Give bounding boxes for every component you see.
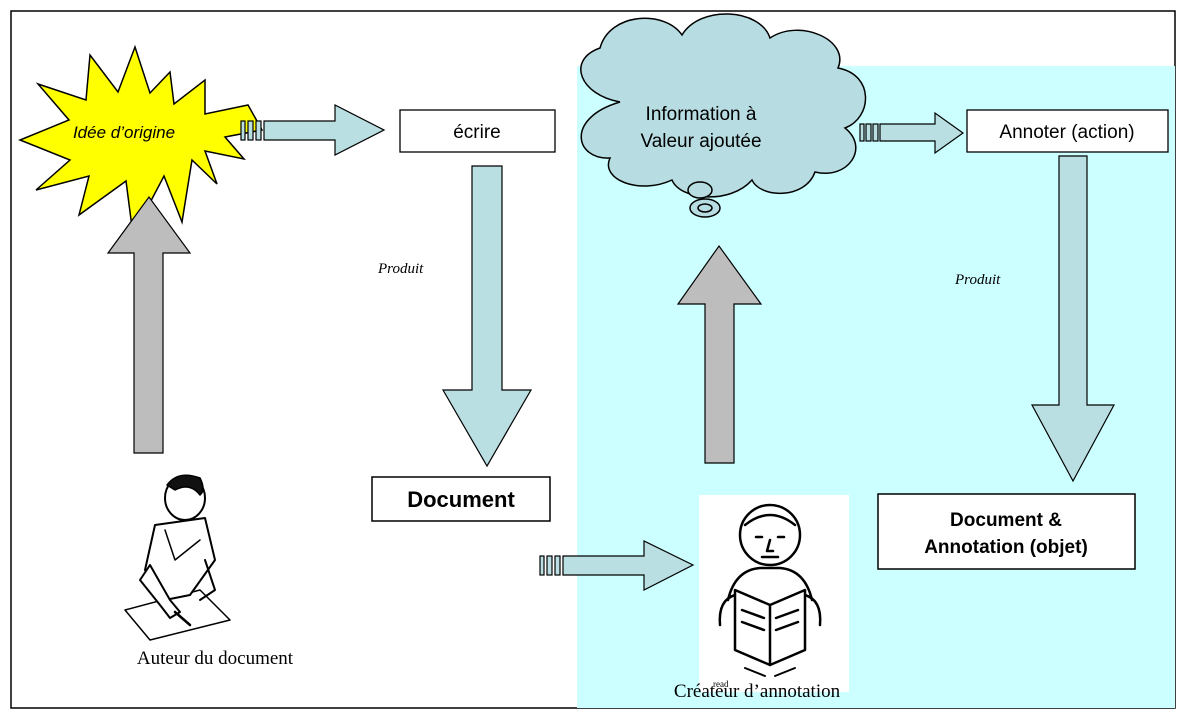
value-added-information-cloud	[580, 13, 867, 218]
write-action-box	[399, 109, 556, 153]
origin-idea-label: Idée d’origine	[73, 123, 175, 142]
read-caption: read	[713, 679, 729, 689]
arrow-author-to-idea	[106, 195, 192, 454]
document-box	[371, 476, 551, 522]
arrow-reader-to-info	[676, 244, 763, 464]
annotate-action-box	[966, 109, 1169, 153]
reading-person-icon	[718, 503, 822, 677]
document-annotation-box	[877, 493, 1136, 570]
arrow-write-produces-document	[441, 165, 533, 468]
cloud-label-line1: Information à	[646, 104, 757, 125]
author-label: Auteur du document	[137, 648, 294, 669]
arrow-idea-to-write	[240, 104, 386, 156]
writing-person-icon	[124, 474, 231, 641]
annotation-creator-label: Créateur d’annotation	[674, 681, 841, 702]
write-action-label: écrire	[453, 122, 501, 143]
doc-annotation-label-line1: Document &	[950, 510, 1062, 531]
produces-label-left: Produit	[377, 261, 424, 277]
document-label: Document	[407, 487, 515, 512]
arrow-info-to-annotate	[859, 111, 965, 155]
origin-idea-starburst	[17, 44, 264, 238]
produces-label-right: Produit	[954, 272, 1001, 288]
arrow-annotate-produces-object	[1030, 155, 1116, 483]
cloud-label-line2: Valeur ajoutée	[640, 131, 761, 152]
annotate-action-label: Annoter (action)	[999, 122, 1134, 143]
doc-annotation-label-line2: Annotation (objet)	[924, 537, 1088, 558]
arrow-document-to-reader	[539, 540, 695, 591]
